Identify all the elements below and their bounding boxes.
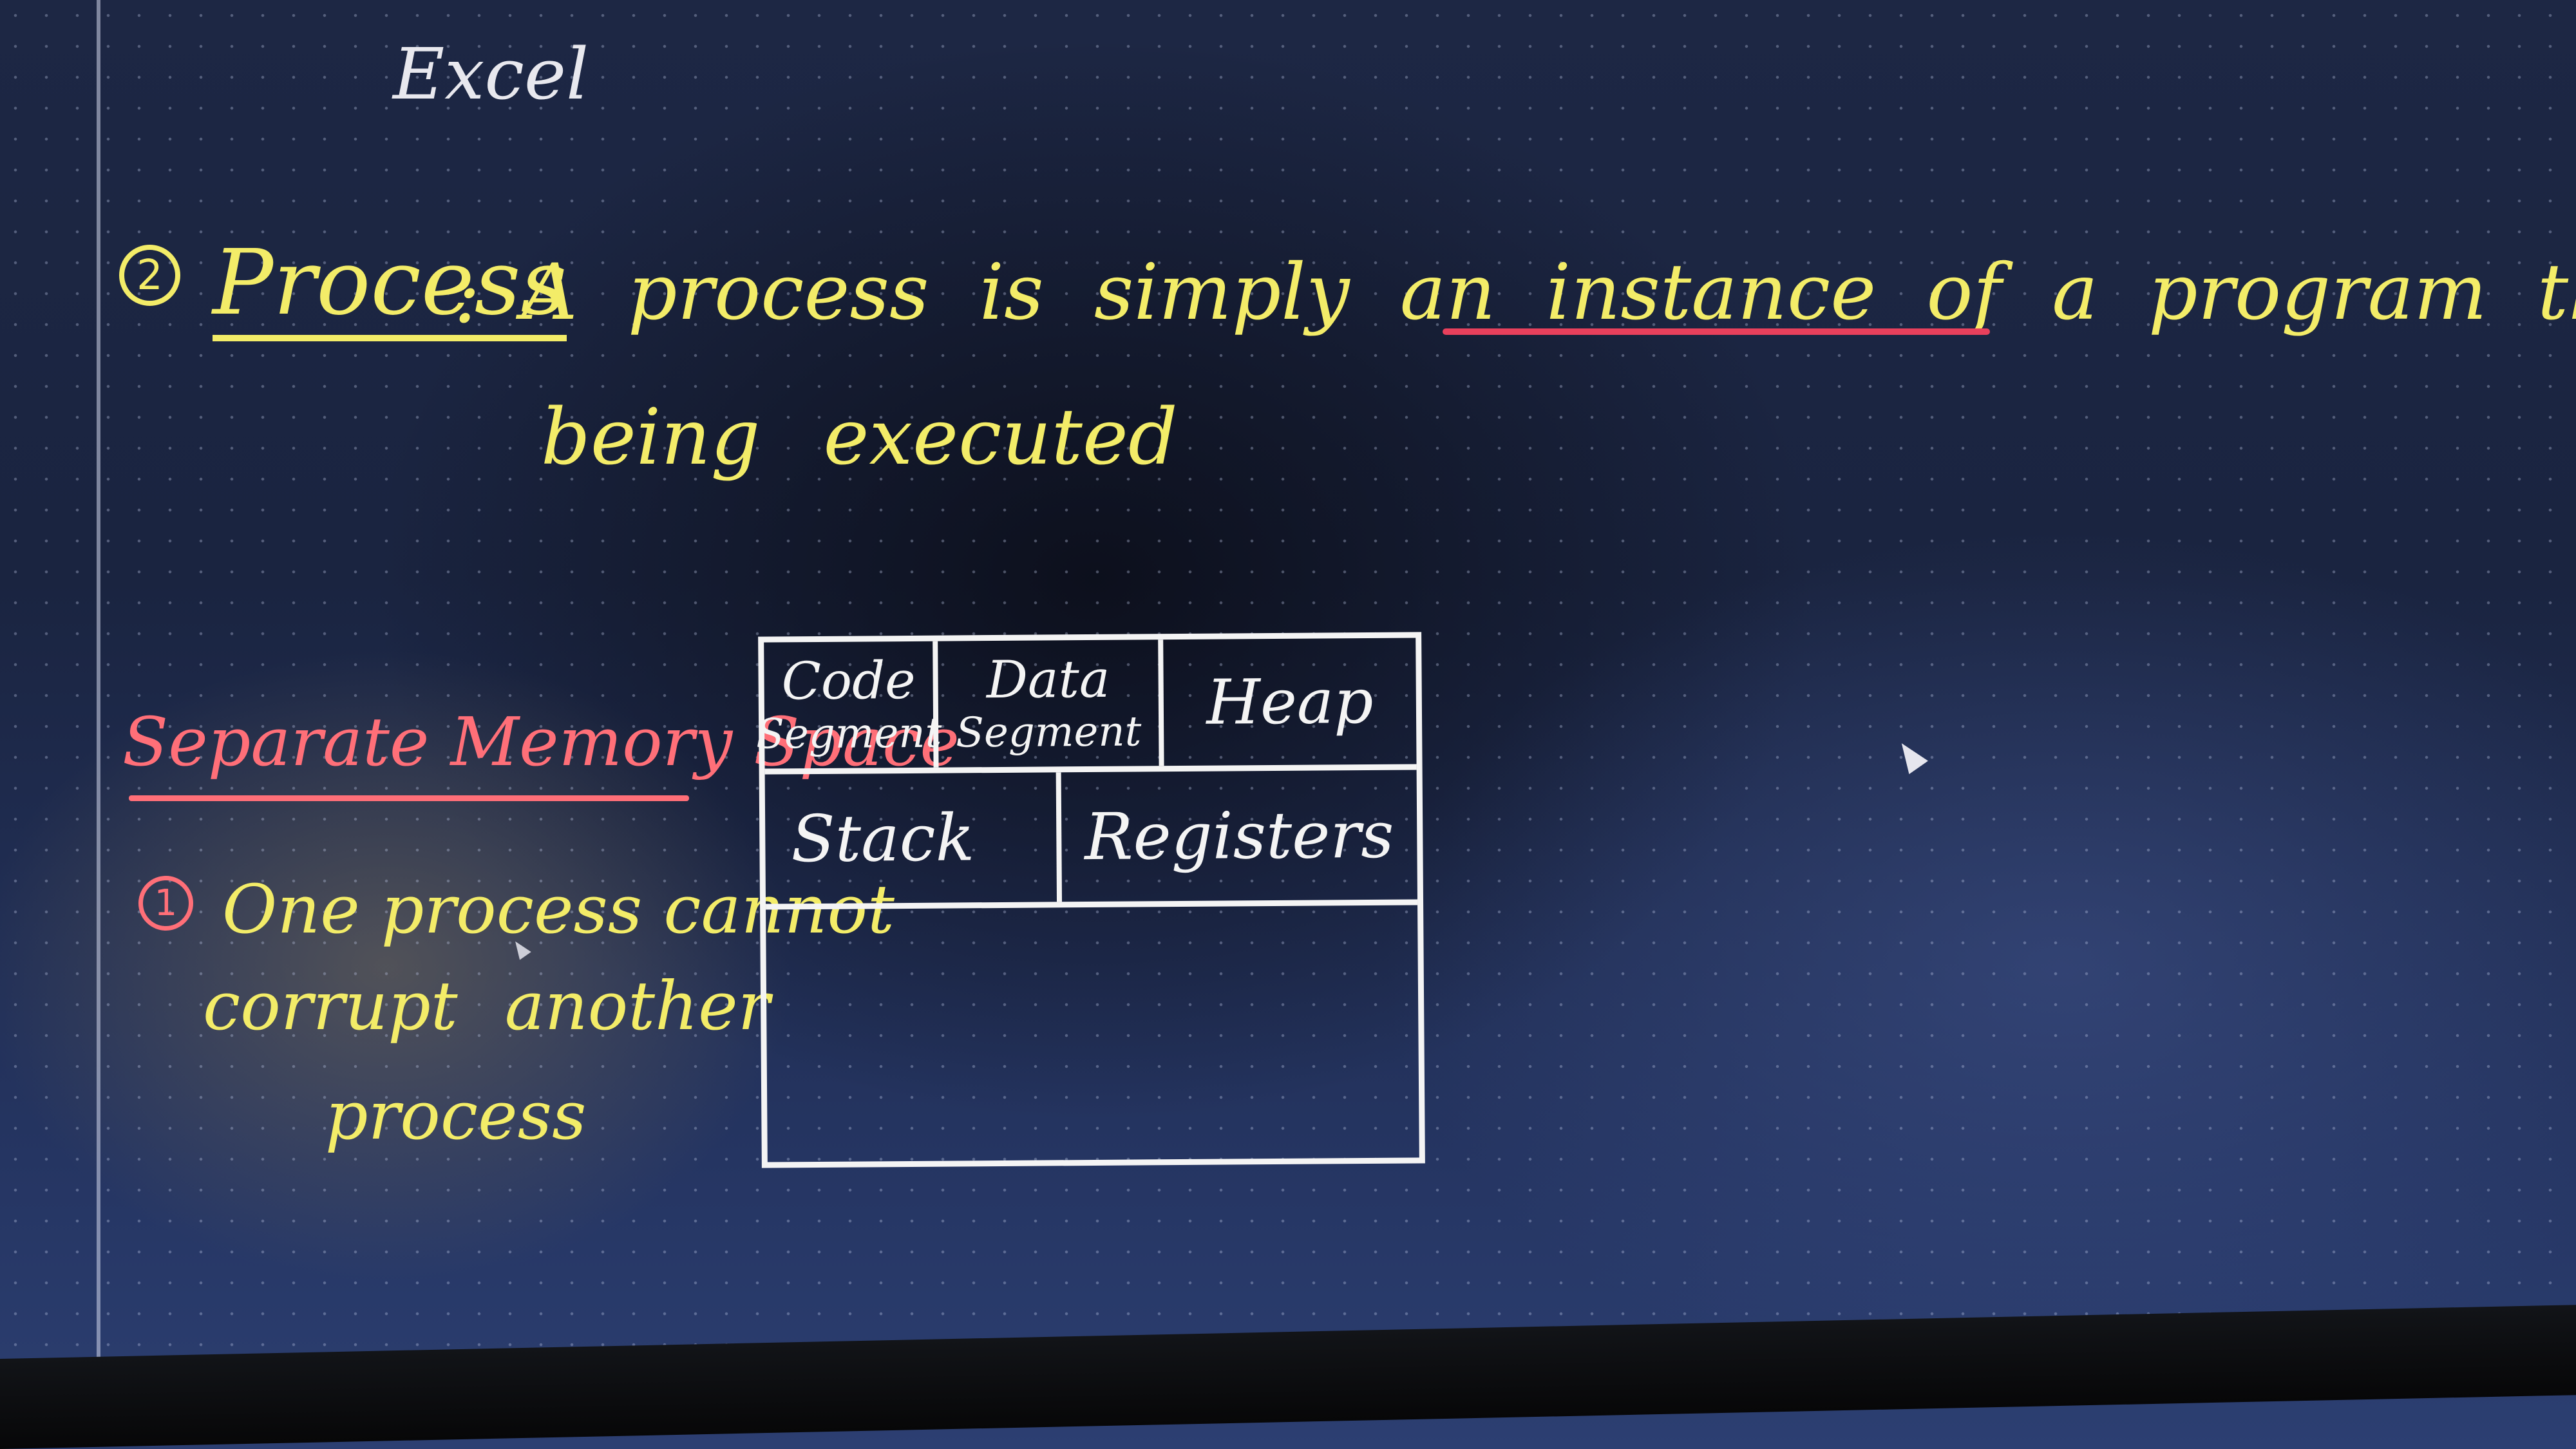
point-number-badge: 1 [138,876,193,931]
definition-text-line-2: being executed [541,393,1178,482]
code-segment-label-bottom: Segment [755,709,942,759]
canvas-margin-line [97,0,100,1417]
side-note-heading: Separate Memory Space [122,703,960,781]
definition-term: Process [213,238,567,341]
registers-cell: Registers [1084,797,1394,875]
code-segment-label-top: Code [781,650,916,712]
data-segment-label-top: Data [986,649,1110,710]
diagram-row-bottom [766,905,1419,1160]
dot-grid-background [0,0,2576,1385]
process-memory-diagram: Code Segment Data Segment Heap Stack Reg… [756,632,1425,1168]
highlight-underline [1443,328,1990,335]
definition-separator: : [454,251,480,341]
point-text-line-2: corrupt another [203,967,770,1045]
stack-cell: Stack [764,772,1063,904]
data-segment-label-bottom: Segment [955,708,1142,757]
point-text-line-3: process [325,1076,587,1155]
data-segment-cell: Data Segment [938,639,1164,768]
code-segment-cell: Code Segment [756,641,942,769]
empty-memory-cell [766,905,1419,1160]
diagram-row-top: Code Segment Data Segment Heap [756,638,1417,775]
diagram-row-middle: Stack Registers [764,770,1418,910]
definition-text-line-1: A process is simply an instance of a pro… [522,248,2576,337]
point-text-line-1: One process cannot [222,870,895,949]
side-note-heading-underline [129,795,689,801]
heap-cell: Heap [1206,665,1374,739]
page-title[interactable]: Excel [393,33,589,115]
item-number-badge: 2 [119,245,180,306]
